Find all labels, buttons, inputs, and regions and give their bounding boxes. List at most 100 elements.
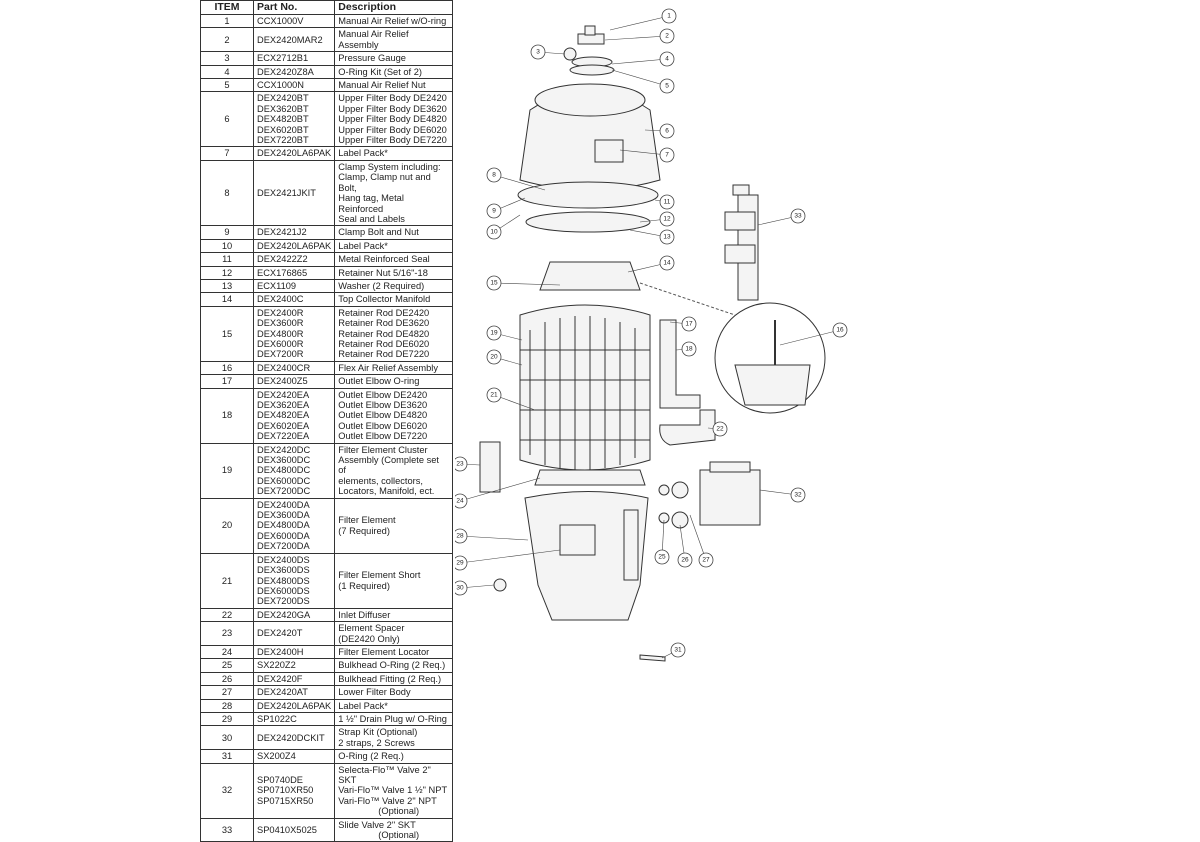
part-description: Clamp System including:Clamp, Clamp nut … bbox=[334, 159, 453, 227]
item-number: 26 bbox=[200, 671, 254, 687]
part-number-line: ECX1109 bbox=[257, 280, 297, 291]
part-number-line: SP0715XR50 bbox=[257, 795, 314, 806]
callout-number: 7 bbox=[665, 152, 669, 159]
callout-number: 27 bbox=[702, 557, 710, 564]
part-description-line: Bulkhead O-Ring (2 Req.) bbox=[338, 660, 446, 671]
leader-line bbox=[619, 149, 668, 156]
part-description-line: Manual Air Relief Assembly bbox=[338, 29, 409, 50]
callout-number: 10 bbox=[490, 229, 498, 236]
leader-line bbox=[459, 535, 529, 541]
callout-circle bbox=[455, 456, 468, 472]
part-description-line: Filter Element bbox=[338, 515, 396, 526]
part-number-line: SP0710XR50 bbox=[257, 785, 314, 796]
callout-number: 3 bbox=[536, 49, 540, 56]
part-description-line: Bulkhead Fitting (2 Req.) bbox=[338, 673, 442, 684]
part-description: O-Ring Kit (Set of 2) bbox=[334, 64, 453, 80]
part-description-line: elements, collectors, bbox=[338, 475, 424, 486]
part-description-line: Label Pack* bbox=[338, 700, 388, 711]
part-number-line: DEX2400DS bbox=[257, 554, 310, 565]
part-description-line: Strap Kit (Optional) bbox=[338, 727, 418, 738]
part-number: DEX2420AT bbox=[252, 685, 336, 700]
part-number-line: DEX2400Z5 bbox=[257, 376, 308, 387]
item-number: 28 bbox=[200, 698, 254, 713]
item-number: 9 bbox=[200, 225, 254, 240]
part-number: DEX2420Z8A bbox=[252, 64, 336, 80]
part-description-line: Label Pack* bbox=[338, 148, 388, 159]
item-number: 17 bbox=[200, 374, 254, 389]
callout-circle bbox=[659, 194, 675, 210]
part-description-line: Upper Filter Body DE2420 bbox=[338, 93, 447, 104]
part-description-line: Top Collector Manifold bbox=[338, 294, 431, 305]
callout-circle bbox=[654, 549, 670, 565]
part-description-line: Retainer Nut 5/16"-18 bbox=[338, 267, 428, 278]
part-description-line: Label Pack* bbox=[338, 240, 388, 251]
callout-number: 4 bbox=[665, 56, 669, 63]
header-description: Description bbox=[334, 0, 453, 15]
part-number-line: SP0740DE bbox=[257, 775, 303, 785]
part-number-line: DEX4800DS bbox=[257, 575, 310, 586]
callout-circle bbox=[486, 224, 502, 240]
part-description-line: Filter Element Short bbox=[338, 570, 421, 581]
part-description-line: Vari-Flo™ Valve 2" NPT bbox=[338, 795, 437, 806]
part-description: Washer (2 Required) bbox=[334, 278, 453, 294]
part-description-line: Slide Valve 2" SKT bbox=[338, 819, 416, 830]
part-description-line: Upper Filter Body DE6020 bbox=[338, 124, 447, 135]
leader-line bbox=[493, 282, 561, 286]
part-number-line: DEX2400C bbox=[257, 294, 304, 305]
callout-24: 24 bbox=[455, 477, 541, 509]
item-number: 24 bbox=[200, 644, 254, 660]
callout-4: 4 bbox=[611, 51, 675, 67]
part-description-line: Retainer Rod DE3620 bbox=[338, 318, 430, 329]
callout-circle bbox=[670, 642, 686, 658]
part-description-line: Pressure Gauge bbox=[338, 53, 406, 64]
part-number-line: DEX4820BT bbox=[257, 114, 309, 125]
callout-number: 11 bbox=[664, 199, 671, 206]
part-number: DEX2421J2 bbox=[252, 225, 336, 240]
item-number: 11 bbox=[200, 252, 254, 267]
callout-8: 8 bbox=[486, 167, 546, 191]
callout-circle bbox=[659, 78, 675, 94]
table-header: ITEM Part No. Description bbox=[200, 0, 453, 15]
callout-13: 13 bbox=[629, 229, 675, 245]
leader-line bbox=[609, 15, 670, 31]
part-number-line: DEX2420LA6PAK bbox=[257, 240, 332, 251]
callout-19: 19 bbox=[486, 325, 523, 341]
part-description: Manual Air Relief Nut bbox=[334, 78, 453, 93]
part-number: DEX2400CR bbox=[252, 360, 336, 376]
part-number: DEX2420DCKIT bbox=[252, 725, 336, 751]
callout-number: 20 bbox=[490, 354, 498, 361]
part-number-line: DEX4800DA bbox=[257, 520, 310, 531]
part-number: ECX1109 bbox=[252, 278, 336, 294]
callout-22: 22 bbox=[707, 421, 728, 437]
item-number: 10 bbox=[200, 238, 254, 254]
part-description-line: Retainer Rod DE2420 bbox=[338, 307, 430, 318]
callout-circle bbox=[455, 528, 468, 544]
part-number: ECX176865 bbox=[252, 265, 336, 280]
callout-6: 6 bbox=[644, 123, 675, 139]
item-number: 15 bbox=[200, 305, 254, 362]
part-number-line: DEX2420LA6PAK bbox=[257, 148, 332, 159]
part-number: CCX1000V bbox=[252, 13, 336, 29]
item-number: 29 bbox=[200, 711, 254, 727]
part-number-line: DEX2421J2 bbox=[257, 227, 307, 238]
callout-number: 14 bbox=[663, 260, 671, 267]
part-description: Manual Air Relief Assembly bbox=[334, 27, 453, 53]
drain-plug bbox=[493, 578, 507, 592]
part-description: Filter Element(7 Required) bbox=[334, 497, 453, 554]
callout-number: 12 bbox=[663, 216, 671, 223]
part-number: CCX1000N bbox=[252, 78, 336, 93]
callout-16: 16 bbox=[779, 322, 848, 346]
part-description-line: Metal Reinforced Seal bbox=[338, 254, 430, 265]
